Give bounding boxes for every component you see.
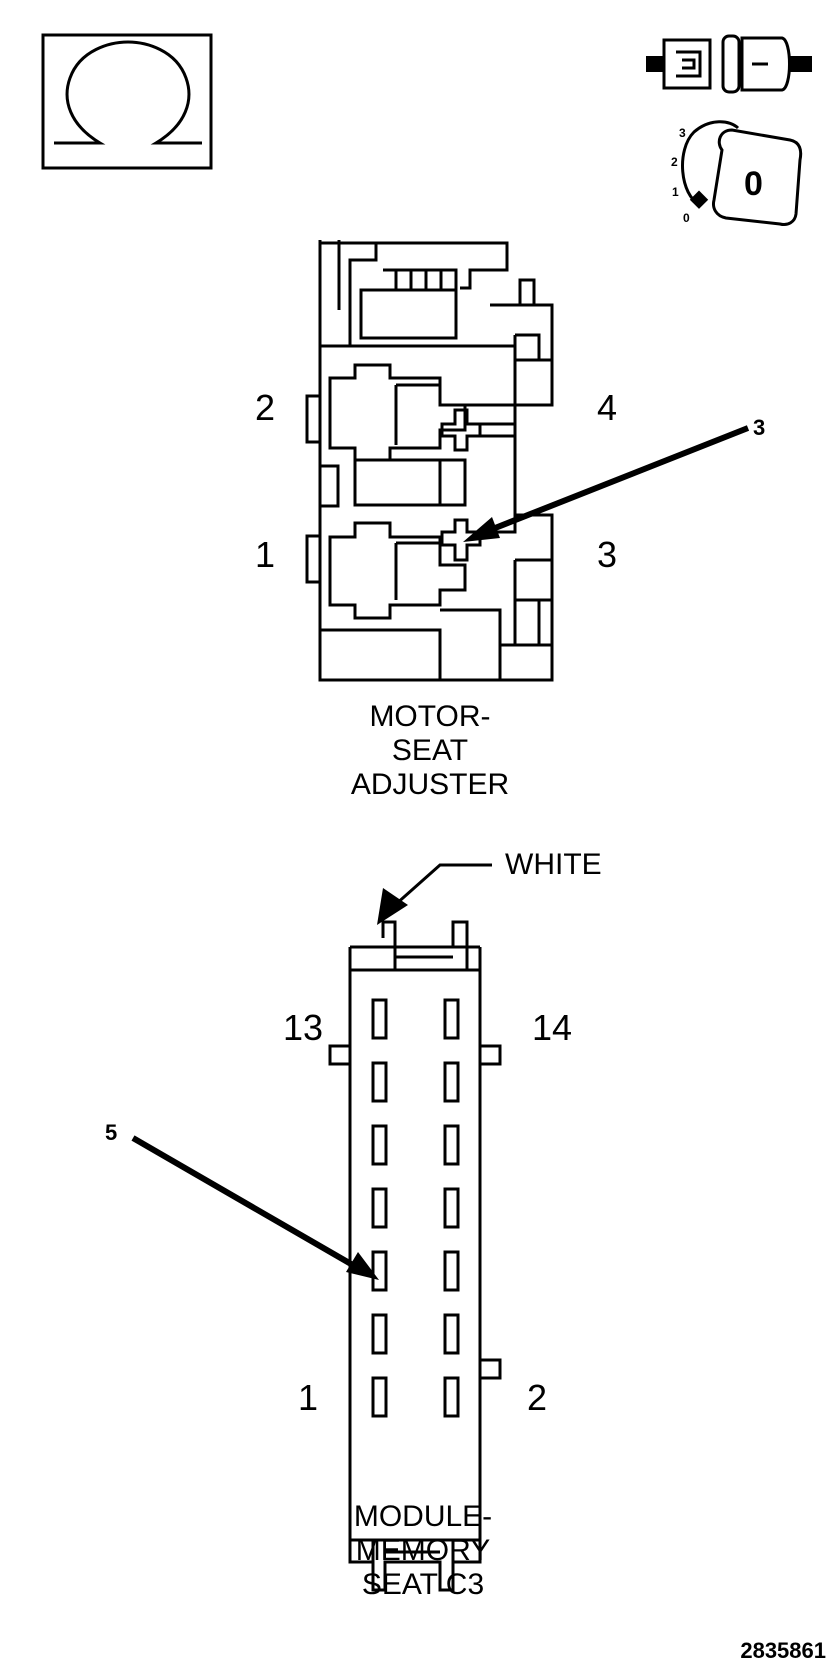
module-title-line-1: MODULE- xyxy=(354,1500,492,1533)
disconnected-connector-icon xyxy=(646,34,812,94)
module-pin-14-label: 14 xyxy=(532,1007,572,1048)
motor-title-line-3: ADJUSTER xyxy=(351,768,509,801)
motor-pin-2-label: 2 xyxy=(255,387,275,428)
module-memory-seat-connector xyxy=(328,920,502,1592)
motor-callout-arrow xyxy=(463,425,750,542)
module-callout-arrow xyxy=(131,1135,379,1280)
ignition-key-off-icon: 3 2 1 0 0 xyxy=(671,120,803,226)
module-pin-1-label: 1 xyxy=(298,1377,318,1418)
module-pin-2-label: 2 xyxy=(527,1377,547,1418)
motor-title-line-1: MOTOR- xyxy=(369,700,490,733)
motor-title-line-2: SEAT xyxy=(392,734,468,767)
module-color-label: WHITE xyxy=(505,848,602,881)
motor-pin-1-label: 1 xyxy=(255,534,275,575)
motor-pin-4-label: 4 xyxy=(597,387,617,428)
module-color-leader xyxy=(377,863,492,925)
ignition-position-1: 1 xyxy=(672,185,679,199)
ignition-position-3: 3 xyxy=(679,126,686,140)
ignition-position-0: 0 xyxy=(683,211,690,225)
module-title-line-3: SEAT C3 xyxy=(362,1568,484,1601)
motor-pin-3-label: 3 xyxy=(597,534,617,575)
module-pin-13-label: 13 xyxy=(283,1007,323,1048)
motor-callout-number: 3 xyxy=(753,415,765,440)
ohm-meter-icon xyxy=(41,33,213,170)
module-title-line-2: MEMORY xyxy=(356,1534,490,1567)
ignition-key-label: 0 xyxy=(744,165,763,203)
figure-id: 2835861 xyxy=(740,1638,826,1663)
module-callout-number: 5 xyxy=(105,1120,117,1145)
ignition-position-2: 2 xyxy=(671,155,678,169)
module-terminal-cavities xyxy=(371,998,460,1418)
motor-seat-adjuster-connector xyxy=(305,240,554,682)
